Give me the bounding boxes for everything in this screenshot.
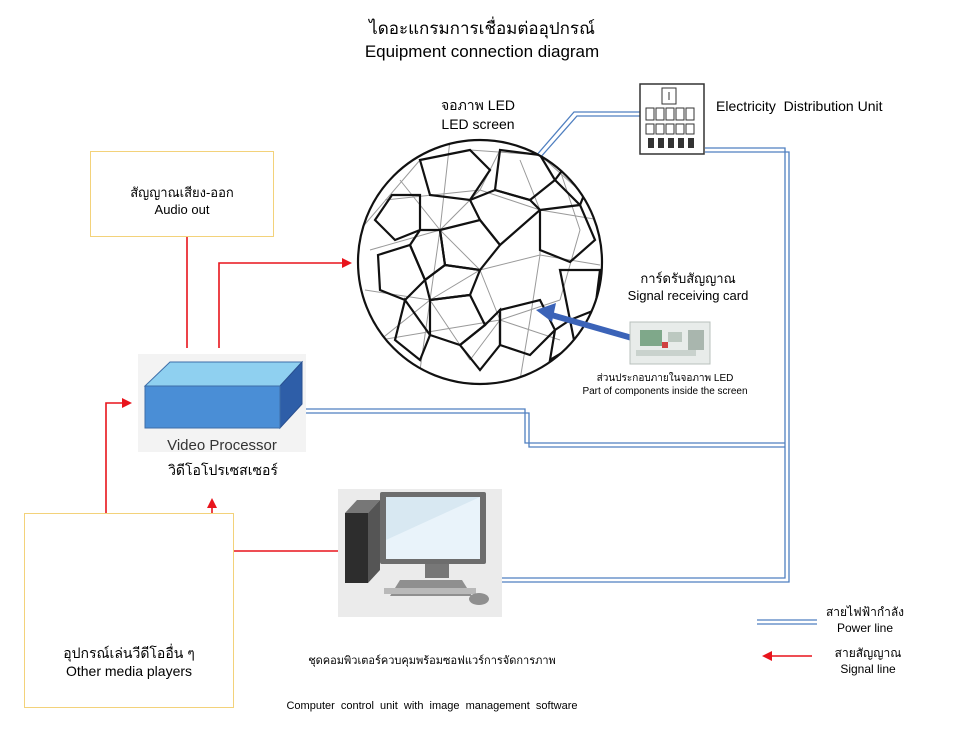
media-players-box: [24, 513, 234, 708]
video-processor-box-label: Video Processor: [167, 437, 277, 454]
components-note-english: Part of components inside the screen: [582, 386, 748, 397]
diagram-title: ไดอะแกรมการเชื่อมต่ออุปกรณ์ Equipment co…: [0, 17, 964, 63]
legend-power-english: Power line: [836, 621, 894, 635]
led-screen-label: จอภาพ LED LED screen: [418, 96, 538, 134]
sphere-panel: [418, 148, 492, 202]
power-lines: [306, 111, 790, 583]
audio-out-label: สัญญาณเสียง-ออก Audio out: [90, 184, 274, 218]
computer-thai: ชุดคอมพิวเตอร์ควบคุมพร้อมซอฟแวร์การจัดกา…: [308, 655, 556, 667]
audio-out-box: [90, 151, 274, 237]
media-players-english: Other media players: [65, 663, 193, 679]
signal-card-thai: การ์ดรับสัญญาณ: [640, 271, 736, 286]
audio-out-english: Audio out: [154, 202, 210, 217]
distribution-unit-image: [639, 83, 705, 155]
components-note-thai: ส่วนประกอบภายในจอภาพ LED: [596, 373, 734, 384]
audio-out-thai: สัญญาณเสียง-ออก: [130, 185, 234, 200]
title-thai: ไดอะแกรมการเชื่อมต่ออุปกรณ์: [369, 19, 595, 38]
card-pointer-arrow: [547, 311, 633, 341]
components-note: ส่วนประกอบภายในจอภาพ LED Part of compone…: [560, 372, 770, 398]
title-english: Equipment connection diagram: [364, 42, 600, 61]
legend-signal-thai: สายสัญญาณ: [834, 646, 902, 660]
legend-power-thai: สายไฟฟ้ากำลัง: [825, 605, 905, 619]
sphere-outline: [356, 138, 604, 386]
led-screen-thai: จอภาพ LED: [440, 97, 516, 113]
media-players-thai: อุปกรณ์เล่นวีดีโออื่น ๆ: [63, 645, 195, 661]
led-sphere: [358, 140, 602, 384]
signal-to-led-screen: [218, 258, 352, 348]
signal-card-english: Signal receiving card: [627, 288, 749, 303]
signal-card-image: [629, 321, 711, 365]
legend-power-line-symbol: [757, 619, 817, 625]
distribution-unit-label: Electricity Distribution Unit: [716, 98, 883, 114]
legend-signal-line-label: สายสัญญาณ Signal line: [818, 645, 918, 677]
power-line-processor: [306, 408, 785, 444]
legend-signal-english: Signal line: [840, 662, 896, 676]
computer-image: [338, 489, 502, 617]
power-line-screen: [534, 111, 640, 158]
video-processor-image: [138, 354, 306, 452]
power-line-computer: [500, 147, 786, 579]
video-processor-thai: วิดีโอโปรเซสเซอร์: [168, 462, 278, 478]
computer-english: Computer control unit with image managem…: [286, 700, 578, 712]
media-players-label: อุปกรณ์เล่นวีดีโออื่น ๆ Other media play…: [24, 644, 234, 680]
computer-label: ชุดคอมพิวเตอร์ควบคุมพร้อมซอฟแวร์การจัดกา…: [232, 624, 632, 729]
legend-power-line-label: สายไฟฟ้ากำลัง Power line: [810, 604, 920, 636]
led-screen-english: LED screen: [441, 116, 515, 132]
signal-card-label: การ์ดรับสัญญาณ Signal receiving card: [608, 270, 768, 304]
